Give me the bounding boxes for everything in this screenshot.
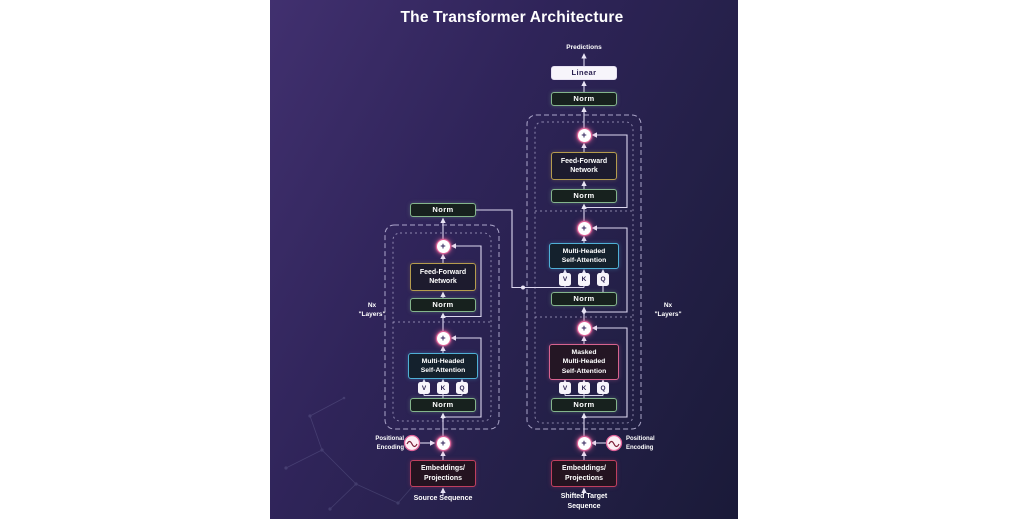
masked-self-attention-box: Masked Multi-Headed Self-Attention: [549, 344, 619, 380]
attention-label-line2: Self-Attention: [420, 367, 466, 374]
add-circle: +: [576, 220, 592, 236]
plus-icon: +: [581, 437, 587, 448]
embeddings-label-line1: Embeddings/: [421, 465, 465, 473]
k-label: K: [440, 384, 446, 392]
plus-icon: +: [581, 222, 587, 233]
attention-label-line1: Multi-Headed: [562, 247, 606, 255]
pe-label-line2: Encoding: [626, 445, 654, 451]
q-label: Q: [600, 276, 606, 283]
junction-dots: [441, 205, 586, 419]
add-circle: +: [576, 435, 592, 451]
value-input-box: V: [559, 273, 571, 286]
decoder-cross-attention-box: Multi-Headed Self-Attention: [549, 243, 619, 269]
ffn-label-line1: Feed-Forward: [560, 157, 608, 165]
encoder-nx-layers-label: Nx "Layers": [342, 301, 402, 320]
positional-encoding-icons: [403, 434, 623, 452]
query-input-box: Q: [597, 273, 609, 286]
v-label: V: [562, 384, 568, 392]
encoder-attention-norm-box: Norm: [410, 398, 476, 412]
decoder-feed-forward-box: Feed-Forward Network: [551, 152, 617, 180]
plus-icon: +: [440, 240, 446, 251]
input-label-line2: Sequence: [567, 503, 601, 511]
decoder-embeddings-box: Embeddings/ Projections: [551, 460, 617, 487]
ffn-label-line2: Network: [429, 278, 457, 285]
add-circle: +: [435, 330, 451, 346]
plus-icon: +: [440, 332, 446, 343]
attention-label-line2: Self-Attention: [561, 257, 607, 264]
decoder-positional-encoding-label: Positional Encoding: [626, 435, 668, 453]
encoder-positional-encoding-label: Positional Encoding: [362, 435, 404, 453]
decoder-ffn-norm-box: Norm: [551, 189, 617, 203]
ffn-label-line2: Network: [570, 167, 598, 174]
norm-label: Norm: [573, 293, 595, 303]
diagram-connectors: [284, 53, 642, 511]
attention-label-line1: Multi-Headed: [421, 357, 465, 365]
source-sequence-label: Source Sequence: [413, 495, 473, 502]
encoder-embeddings-box: Embeddings/ Projections: [410, 460, 476, 487]
q-label: Q: [600, 384, 606, 392]
v-label: V: [421, 384, 427, 392]
embeddings-label-line2: Projections: [564, 474, 604, 482]
decoder-nx-layers-label: Nx "Layers": [638, 301, 698, 320]
key-input-box: K: [578, 382, 590, 394]
key-input-box: K: [578, 273, 590, 286]
norm-label: Norm: [432, 399, 454, 409]
add-circle: +: [576, 127, 592, 143]
pe-label-line1: Positional: [375, 436, 404, 442]
embeddings-label-line1: Embeddings/: [562, 465, 606, 473]
encoder-feed-forward-box: Feed-Forward Network: [410, 263, 476, 291]
ffn-label-line1: Feed-Forward: [419, 268, 467, 276]
nx-line1: Nx: [663, 302, 673, 309]
constellation-decoration: [284, 396, 422, 511]
norm-label: Norm: [432, 299, 454, 309]
flow-arrows: [420, 53, 628, 496]
encoder-ffn-norm-box: Norm: [410, 298, 476, 312]
plus-icon: +: [581, 322, 587, 333]
decoder-cross-attention-norm-box: Norm: [551, 292, 617, 306]
norm-label: Norm: [432, 204, 454, 214]
linear-box: Linear: [551, 66, 617, 80]
query-input-box: Q: [456, 382, 468, 394]
v-label: V: [562, 276, 568, 283]
decoder-masked-attention-norm-box: Norm: [551, 398, 617, 412]
attention-label-line2: Multi-Headed: [562, 358, 606, 366]
value-input-box: V: [559, 382, 571, 394]
encoder-self-attention-box: Multi-Headed Self-Attention: [408, 353, 478, 379]
encoder-final-norm-box: Norm: [410, 203, 476, 217]
norm-label: Norm: [573, 190, 595, 200]
k-label: K: [581, 384, 587, 392]
nx-line1: Nx: [367, 302, 377, 309]
embeddings-label-line2: Projections: [423, 474, 463, 482]
linear-label: Linear: [571, 67, 597, 77]
attention-label-line1: Masked: [571, 349, 597, 357]
pe-label-line2: Encoding: [376, 445, 404, 451]
predictions-label: Predictions: [566, 44, 602, 51]
decoder-final-norm-box: Norm: [551, 92, 617, 106]
k-label: K: [581, 276, 587, 283]
page-title: The Transformer Architecture: [400, 9, 624, 26]
transformer-diagram-panel: The Transformer Architecture Predictions…: [270, 0, 738, 519]
value-input-box: V: [418, 382, 430, 394]
plus-icon: +: [581, 129, 587, 140]
norm-label: Norm: [573, 399, 595, 409]
pe-label-line1: Positional: [626, 436, 655, 442]
nx-line2: "Layers": [358, 311, 386, 319]
add-circle: +: [435, 435, 451, 451]
norm-label: Norm: [573, 93, 595, 103]
q-label: Q: [459, 384, 465, 392]
shifted-target-sequence-label: Shifted Target Sequence: [524, 492, 644, 512]
plus-icon: +: [440, 437, 446, 448]
query-input-box: Q: [597, 382, 609, 394]
add-circle: +: [435, 238, 451, 254]
input-label-line1: Shifted Target: [560, 493, 608, 500]
key-input-box: K: [437, 382, 449, 394]
nx-line2: "Layers": [654, 311, 682, 319]
add-circle: +: [576, 320, 592, 336]
attention-label-line3: Self-Attention: [561, 367, 607, 375]
